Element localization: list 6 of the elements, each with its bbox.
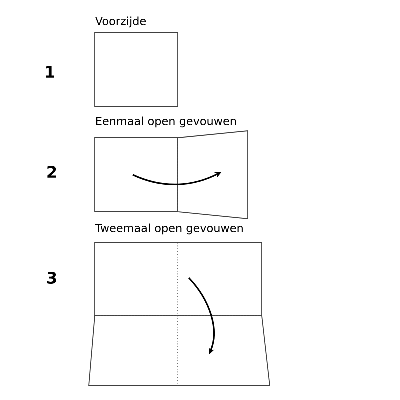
heading: Eenmaal open gevouwen — [96, 116, 236, 128]
step-number: 3 — [48, 272, 56, 284]
step-number: 1 — [46, 66, 54, 78]
heading: Tweemaal open gevouwen — [95, 224, 243, 235]
heading: Voorzijde — [96, 16, 146, 28]
step-number: 2 — [48, 166, 56, 178]
